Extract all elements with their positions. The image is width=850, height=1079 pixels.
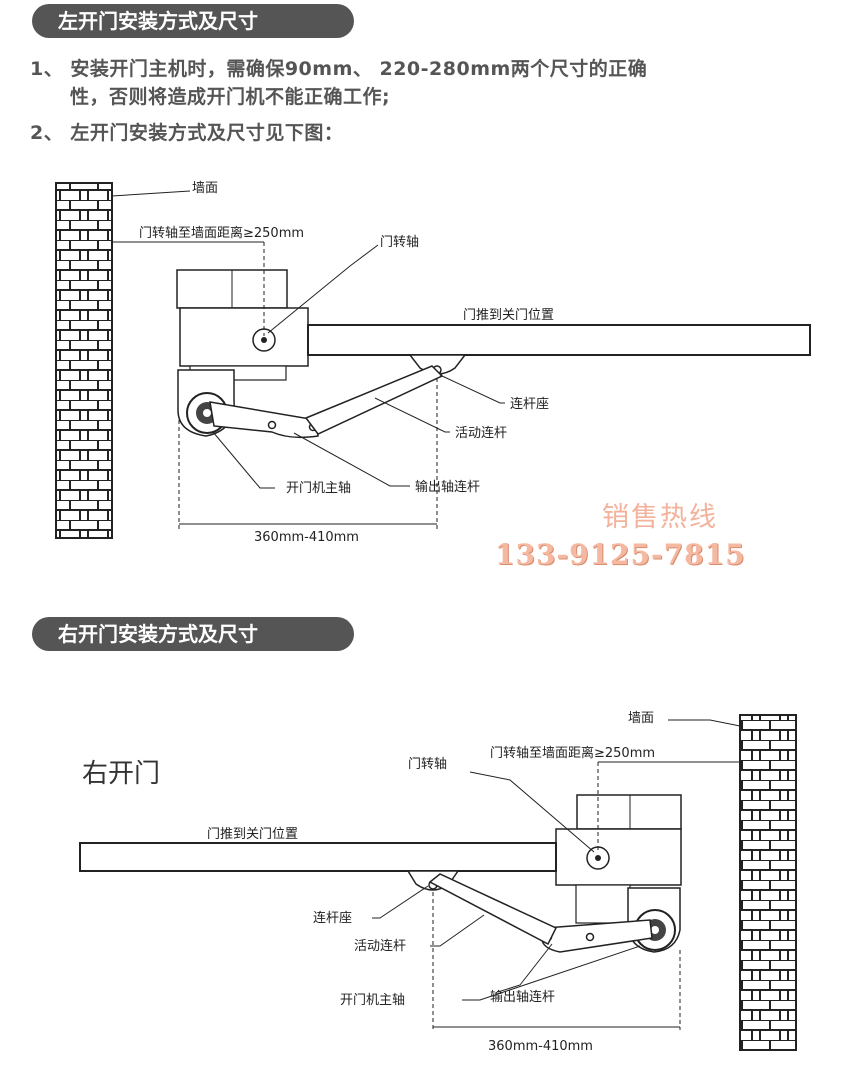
right-label-door-closed: 门推到关门位置 [207,827,298,842]
left-door-leaf [307,324,811,356]
left-label-door-closed: 门推到关门位置 [463,308,554,323]
left-label-active-link: 活动连杆 [455,425,507,441]
left-label-dimension: 360mm-410mm [254,530,359,545]
right-label-link-seat: 连杆座 [313,910,352,926]
left-section-header: 左开门安装方式及尺寸 [32,4,354,38]
right-operator-bracket [555,828,682,886]
left-label-main-shaft: 开门机主轴 [286,481,351,496]
right-label-output-link: 输出轴连杆 [490,989,555,1005]
right-door-leaf [79,842,557,872]
note-1-line-2: 性，否则将造成开门机不能正确工作; [70,86,391,108]
right-operator-top [576,794,682,830]
right-label-main-shaft: 开门机主轴 [340,993,405,1008]
note-1-line-1: 1、 安装开门主机时，需确保90mm、 220-280mm两个尺寸的正确 [30,58,648,80]
right-label-axis-distance: 门转轴至墙面距离≥250mm [490,745,655,761]
left-label-output-link: 输出轴连杆 [415,479,480,495]
hotline-phone: 133-9125-7815 [495,538,746,571]
right-wall [739,714,797,1051]
left-door-diagram: 墙面 门转轴至墙面距离≥250mm 门转轴 门推到关门位置 连杆座 活动连杆 开… [55,181,811,545]
left-label-wall: 墙面 [192,181,218,196]
left-label-axis-distance: 门转轴至墙面距离≥250mm [139,225,304,241]
left-operator-bracket [179,307,309,367]
right-label-wall: 墙面 [628,711,654,726]
right-label-dimension: 360mm-410mm [488,1039,593,1054]
left-active-link [304,365,444,435]
note-2: 2、 左开门安装方式及尺寸见下图： [30,122,344,144]
left-label-door-axis: 门转轴 [380,235,419,250]
right-section-header: 右开门安装方式及尺寸 [32,617,354,651]
left-label-link-seat: 连杆座 [510,396,549,412]
right-active-link [428,873,558,946]
right-label-active-link: 活动连杆 [354,938,406,954]
left-wall [55,182,113,539]
right-door-diagram: 墙面 门转轴至墙面距离≥250mm 门转轴 门推到关门位置 连杆座 活动连杆 开… [79,711,797,1054]
hotline-title: 销售热线 [602,502,718,533]
left-output-link [209,401,319,439]
right-label-door-axis: 门转轴 [408,757,447,772]
right-door-big-label: 右开门 [82,759,161,789]
